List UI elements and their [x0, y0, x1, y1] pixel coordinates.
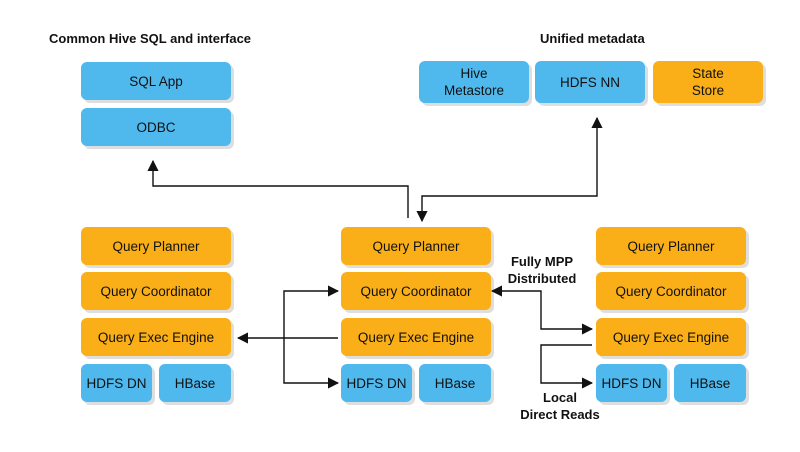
- arrow-planner-to-odbc: [147, 159, 409, 218]
- center-hbase: HBase: [419, 364, 491, 402]
- right-query-exec-engine: Query Exec Engine: [596, 318, 746, 356]
- left-query-planner: Query Planner: [81, 227, 231, 265]
- sql-app-box: SQL App: [81, 62, 231, 100]
- left-hdfs-dn: HDFS DN: [81, 364, 152, 402]
- left-hbase: HBase: [159, 364, 231, 402]
- left-query-exec-engine: Query Exec Engine: [81, 318, 231, 356]
- right-hdfs-dn: HDFS DN: [596, 364, 667, 402]
- local-reads-line1: Local: [543, 390, 577, 405]
- arrow-metadata-to-planner: [416, 116, 603, 223]
- local-direct-reads-label: Local Direct Reads: [508, 389, 612, 423]
- center-query-planner: Query Planner: [341, 227, 491, 265]
- left-query-coordinator: Query Coordinator: [81, 272, 231, 310]
- hdfs-nn-box: HDFS NN: [535, 61, 645, 103]
- right-query-planner: Query Planner: [596, 227, 746, 265]
- arrow-coordinator-to-left-exec: [236, 285, 340, 344]
- right-hbase: HBase: [674, 364, 746, 402]
- arrow-exec-to-hdfs-dn: [283, 337, 340, 389]
- hive-metastore-box: Hive Metastore: [419, 61, 529, 103]
- center-query-exec-engine: Query Exec Engine: [341, 318, 491, 356]
- arrow-local-direct-reads: [540, 344, 594, 389]
- right-query-coordinator: Query Coordinator: [596, 272, 746, 310]
- local-reads-line2: Direct Reads: [520, 407, 600, 422]
- common-sql-title: Common Hive SQL and interface: [49, 31, 252, 46]
- state-store-box: State Store: [653, 61, 763, 103]
- center-hdfs-dn: HDFS DN: [341, 364, 412, 402]
- unified-metadata-title: Unified metadata: [540, 31, 645, 46]
- fully-mpp-line1: Fully MPP: [510, 254, 574, 269]
- fully-mpp-line2: Distributed: [507, 271, 577, 286]
- center-query-coordinator: Query Coordinator: [341, 272, 491, 310]
- fully-mpp-label: Fully MPP Distributed: [496, 253, 588, 287]
- odbc-box: ODBC: [81, 108, 231, 146]
- arrow-coordinator-to-right-exec: [490, 285, 594, 335]
